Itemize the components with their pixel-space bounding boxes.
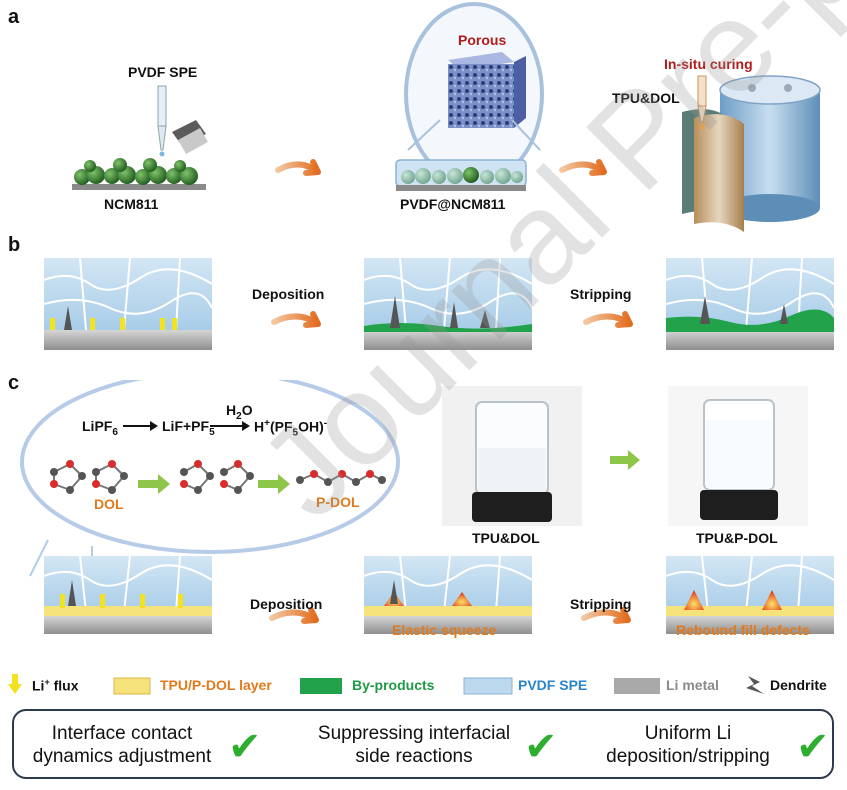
cell-c1 — [43, 555, 213, 634]
dol-molecule-1 — [50, 460, 86, 494]
dol-cation-1 — [180, 460, 214, 494]
label-dol: DOL — [94, 496, 124, 512]
legend-li-flux: Li+ flux — [32, 677, 79, 694]
label-vial-left: TPU&DOL — [472, 530, 540, 546]
summary-item-1: Interface contact dynamics adjustment — [22, 722, 222, 768]
panel-b-illustration — [43, 257, 835, 350]
reaction-bubble — [20, 380, 400, 577]
label-stripping-c: Stripping — [570, 596, 632, 612]
label-elastic-squeeze: Elastic squeeze — [392, 622, 497, 638]
label-deposition-c: Deposition — [250, 596, 323, 612]
check-icon-2: ✔ — [524, 724, 558, 770]
label-rebound-fill: Rebound fill defects — [676, 622, 810, 638]
check-icon-1: ✔ — [228, 724, 262, 770]
cell-b1 — [43, 257, 213, 350]
reaction-catalyst: H2O — [226, 402, 253, 422]
label-pvdf-spe: PVDF SPE — [128, 64, 198, 80]
vial-photo-right — [668, 386, 808, 526]
legend-swatches — [8, 674, 764, 695]
summary-item-1-line2: dynamics adjustment — [32, 746, 212, 767]
green-arrow-vials — [610, 450, 640, 470]
arrow-a1 — [275, 159, 321, 176]
summary-item-2: Suppressing interfacial side reactions — [304, 722, 524, 768]
arrow-b2 — [583, 311, 633, 328]
summary-item-2-line2: side reactions — [355, 746, 473, 767]
cell-c2 — [363, 555, 533, 634]
cell-c3 — [665, 555, 835, 634]
label-porous: Porous — [458, 32, 507, 48]
panel-c-illustration — [20, 380, 835, 634]
arrow-c1 — [269, 607, 319, 624]
label-in-situ-curing: In-situ curing — [664, 56, 753, 72]
summary-item-3-line1: Uniform Li — [644, 723, 732, 744]
dol-molecule-2 — [92, 460, 128, 494]
label-deposition-b: Deposition — [252, 286, 325, 302]
label-vial-right: TPU&P-DOL — [696, 530, 778, 546]
arrow-c2 — [581, 607, 631, 624]
porous-zoom — [404, 2, 544, 186]
reaction-product-1: LiF+PF5 — [162, 418, 215, 438]
vial-photo-left — [442, 386, 582, 526]
legend-by-products: By-products — [352, 677, 435, 693]
arrow-a2 — [559, 159, 607, 176]
label-tpu-dol-a: TPU&DOL — [612, 90, 680, 106]
reaction-product-2: H+(PF5OH)- — [254, 418, 328, 439]
dropper-icon — [157, 85, 167, 157]
reaction-equation: LiPF6 — [82, 418, 118, 438]
panel-a-illustration — [72, 2, 821, 232]
summary-box — [12, 709, 834, 779]
legend-dendrite: Dendrite — [770, 677, 827, 693]
blade-icon — [172, 120, 208, 154]
panel-c-letter: c — [8, 372, 20, 394]
summary-item-3: Uniform Li deposition/stripping — [588, 722, 788, 768]
cell-b2 — [363, 257, 533, 350]
ncm811-electrode — [72, 158, 206, 190]
dol-cation-2 — [220, 460, 254, 494]
pvdf-ncm811-electrode — [395, 159, 527, 191]
panel-a-letter: a — [8, 6, 20, 28]
cell-b3 — [665, 257, 835, 350]
summary-item-1-line1: Interface contact — [51, 723, 193, 744]
cylindrical-cell — [682, 75, 821, 232]
curing-dropper-icon — [697, 75, 707, 130]
label-p-dol: P-DOL — [316, 494, 360, 510]
summary-item-3-line2: deposition/stripping — [606, 746, 770, 767]
summary-item-2-line1: Suppressing interfacial — [317, 723, 511, 744]
legend-pvdf-spe: PVDF SPE — [518, 677, 588, 693]
label-pvdf-ncm811: PVDF@NCM811 — [400, 196, 506, 212]
legend-tpu-layer: TPU/P-DOL layer — [160, 677, 272, 693]
label-stripping-b: Stripping — [570, 286, 632, 302]
legend-li-metal: Li metal — [666, 677, 719, 693]
p-dol-chain — [296, 470, 386, 486]
label-ncm811: NCM811 — [104, 196, 159, 212]
arrow-b1 — [271, 311, 321, 328]
check-icon-3: ✔ — [796, 724, 830, 770]
panel-b-letter: b — [8, 234, 21, 256]
